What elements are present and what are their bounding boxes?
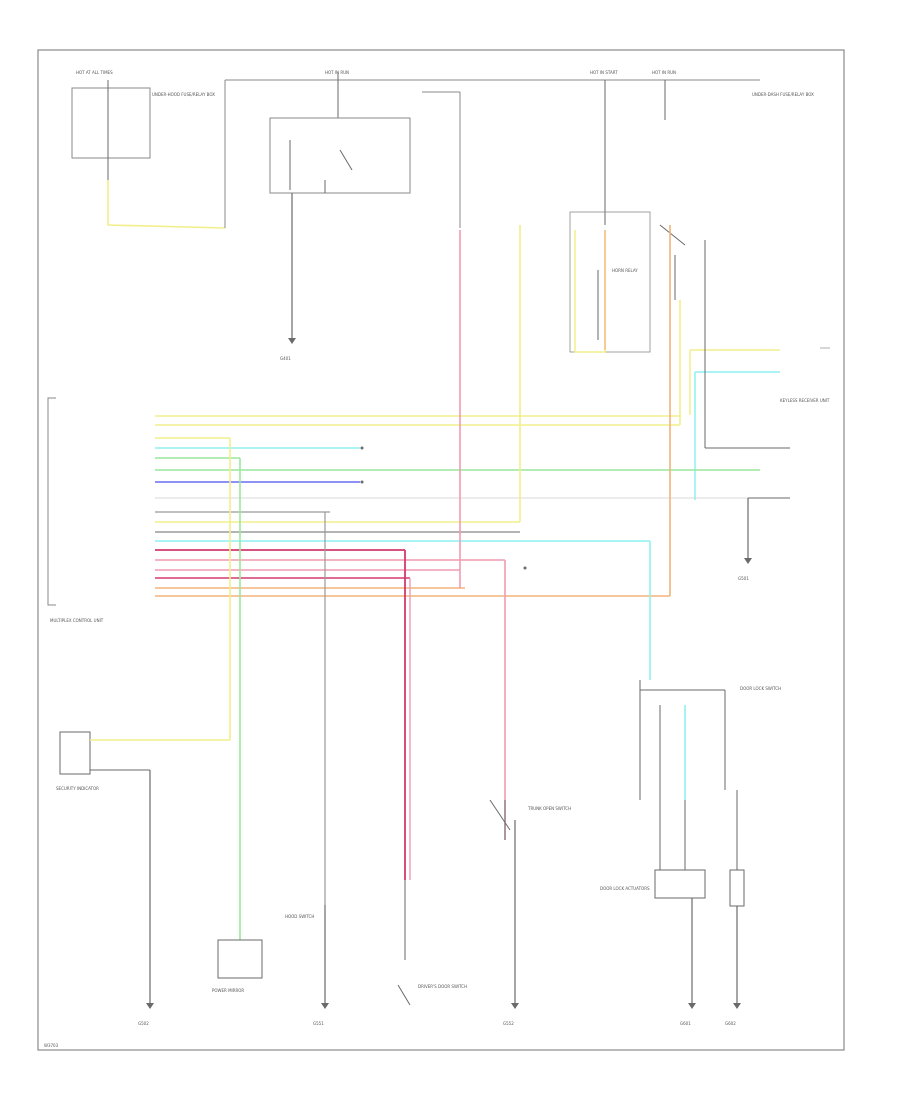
ground-g7-symbol (733, 1003, 741, 1009)
label-underhood-fuse: UNDER-HOOD FUSE/RELAY BOX (152, 92, 215, 97)
ground-g3-symbol (146, 1003, 154, 1009)
door-lock-actuators-box (654, 869, 706, 899)
horn-relay-label: HORN RELAY (612, 268, 638, 273)
label-hot-run: HOT IN RUN (325, 70, 349, 75)
label-underdash-fuse: UNDER-DASH FUSE/RELAY BOX (752, 92, 814, 97)
driver-door-switch-label: DRIVER'S DOOR SWITCH (418, 984, 467, 989)
label-hot-ignition: HOT AT ALL TIMES (76, 70, 113, 75)
ground-g5-symbol (511, 1003, 519, 1009)
keyless-receiver-label: KEYLESS RECEIVER UNIT (780, 398, 830, 403)
label-hot-start-2: HOT IN RUN (652, 70, 676, 75)
ground-g4-symbol (321, 1003, 329, 1009)
ground-label-g1: G401 (280, 356, 291, 361)
multiplex-unit-bracket (47, 397, 56, 606)
door-lock-actuators-label: DOOR LOCK ACTUATORS (600, 886, 650, 891)
horn-relay-box (569, 211, 651, 353)
trunk-switch-label: TRUNK OPEN SWITCH (527, 806, 571, 811)
ground-label-g6: G601 (680, 1021, 691, 1026)
power-mirror-box (217, 939, 263, 979)
power-source-box-left (71, 87, 151, 159)
label-hot-start-1: HOT IN START (590, 70, 618, 75)
diagram-frame (37, 49, 845, 1051)
ground-g1-symbol (288, 338, 296, 344)
ground-g6-symbol (688, 1003, 696, 1009)
power-mirror-label: POWER MIRROR (212, 988, 244, 993)
right-component-box (729, 869, 745, 907)
ground-label-g3: G502 (138, 1021, 149, 1026)
diagram-footer-code: W3703 (44, 1043, 59, 1048)
ground-label-g7: G602 (725, 1021, 736, 1026)
door-lock-switch-label: DOOR LOCK SWITCH (740, 686, 781, 691)
security-indicator-box (59, 731, 91, 775)
ground-label-g5: G552 (503, 1021, 514, 1026)
ground-label-g4: G551 (313, 1021, 324, 1026)
security-indicator-label: SECURITY INDICATOR (56, 786, 99, 791)
multiplex-unit-label: MULTIPLEX CONTROL UNIT (50, 618, 104, 623)
ground-label-g2: G501 (738, 576, 749, 581)
ground-g2-symbol (744, 558, 752, 564)
hood-switch-label: HOOD SWITCH (285, 914, 314, 919)
ignition-switch-box (269, 117, 411, 194)
